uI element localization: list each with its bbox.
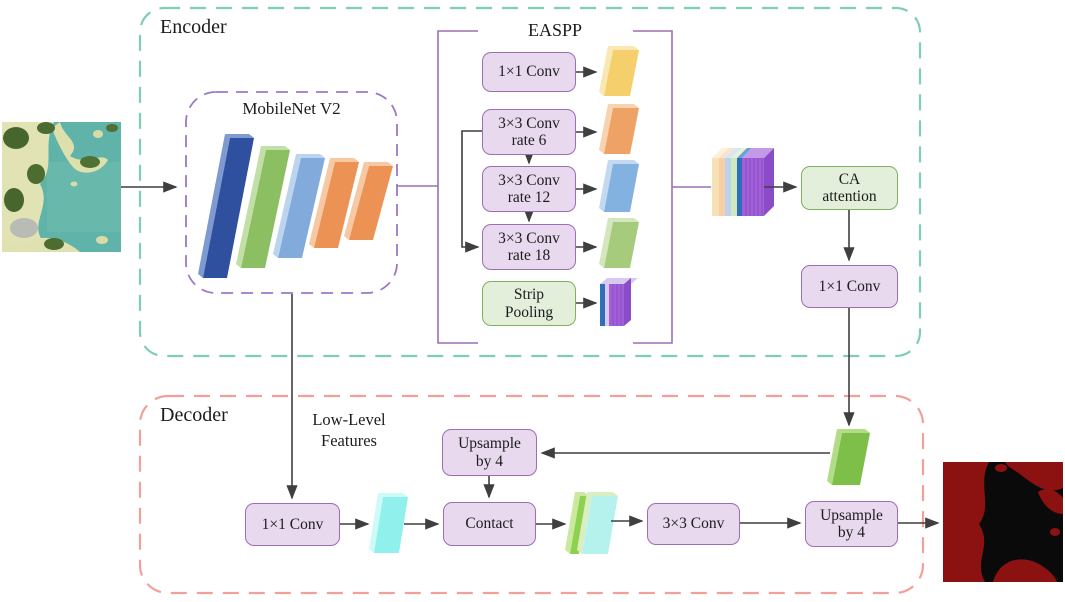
mobilenet-border bbox=[185, 91, 398, 294]
easpp-output-yellow bbox=[599, 46, 639, 96]
easpp-rate12-node: 3×3 Conv rate 12 bbox=[482, 166, 576, 212]
encoder-region-border bbox=[138, 6, 922, 358]
conv3x3-node: 3×3 Conv bbox=[647, 503, 740, 545]
contact-node: Contact bbox=[443, 502, 536, 546]
encoder-conv1x1-node: 1×1 Conv bbox=[801, 265, 898, 308]
upsampled-feature-map bbox=[827, 429, 870, 485]
decoder-label: Decoder bbox=[160, 404, 228, 426]
feature-slab-green bbox=[236, 146, 290, 268]
strip-pooling-node: Strip Pooling bbox=[482, 281, 576, 326]
output-segmentation-mask bbox=[943, 462, 1063, 582]
feature-slab-lightblue bbox=[273, 154, 325, 258]
concatenated-feature-stack bbox=[712, 148, 774, 216]
feature-slab-orange1 bbox=[309, 158, 359, 248]
easpp-rate6-node: 3×3 Conv rate 6 bbox=[482, 109, 576, 155]
low-level-feature-map bbox=[369, 493, 408, 553]
easpp-conv1x1-node: 1×1 Conv bbox=[482, 52, 576, 92]
low-level-features-label: Low-Level Features bbox=[312, 410, 386, 450]
easpp-rate18-node: 3×3 Conv rate 18 bbox=[482, 224, 576, 270]
mobilenet-feature-slabs bbox=[198, 134, 393, 278]
easpp-title: EASPP bbox=[527, 20, 583, 40]
encoder-label: Encoder bbox=[160, 16, 227, 38]
easpp-output-blue bbox=[599, 160, 639, 212]
feature-slab-orange2 bbox=[344, 162, 393, 240]
decoder-conv1x1-node: 1×1 Conv bbox=[245, 503, 340, 546]
input-satellite-image bbox=[2, 122, 121, 252]
feature-slab-blue bbox=[198, 134, 254, 278]
strip-pooling-output-stack bbox=[600, 278, 638, 326]
upsample-mid-node: Upsample by 4 bbox=[442, 429, 537, 476]
ca-attention-node: CA attention bbox=[801, 166, 898, 210]
easpp-output-orange bbox=[599, 104, 639, 154]
easpp-output-green bbox=[599, 218, 639, 268]
mobilenet-label: MobileNet V2 bbox=[242, 99, 341, 118]
concat-feature-map bbox=[565, 492, 618, 554]
decoder-region-border bbox=[138, 394, 925, 595]
upsample-out-node: Upsample by 4 bbox=[805, 501, 898, 547]
connector-arrows bbox=[121, 66, 940, 530]
